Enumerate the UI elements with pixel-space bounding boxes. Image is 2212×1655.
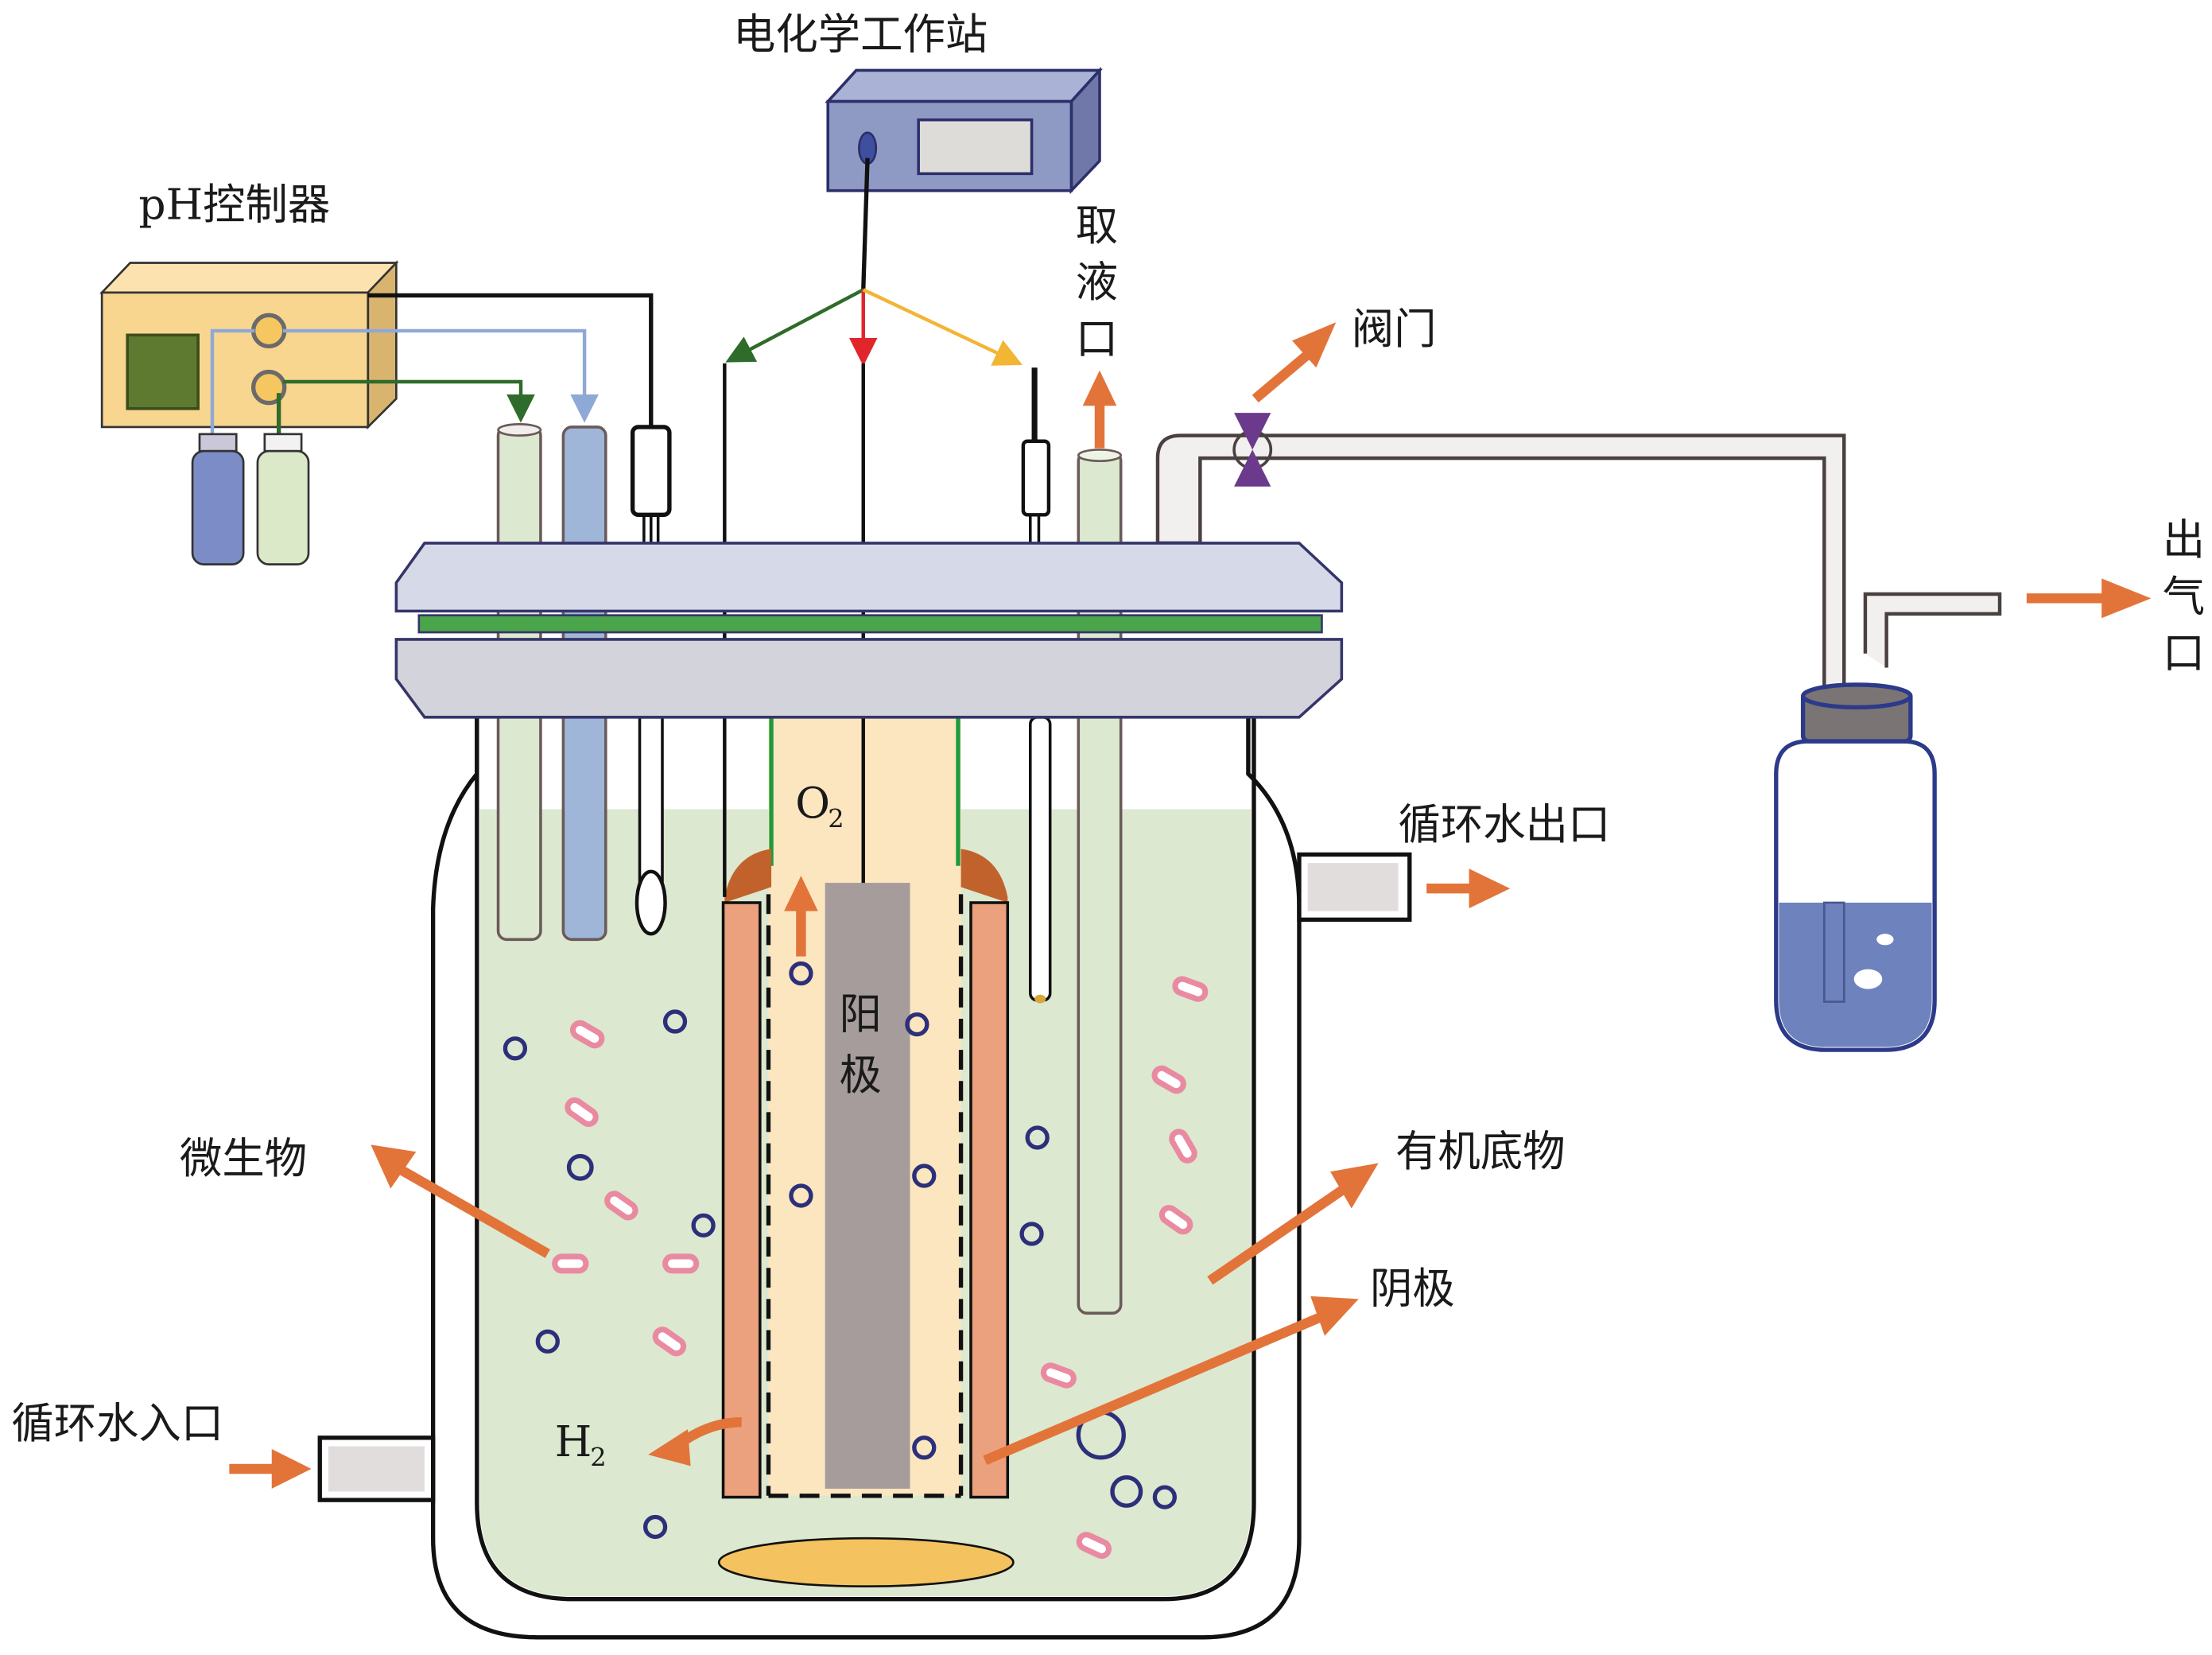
arrow-sampling-up <box>1082 370 1117 449</box>
label-sampling-2: 液 <box>1076 257 1118 307</box>
arrow-water-inlet <box>229 1449 312 1489</box>
microbe <box>1076 1532 1112 1560</box>
acid-reagent-bottle <box>191 433 245 565</box>
bubble <box>535 1329 560 1354</box>
bubble <box>1110 1474 1143 1508</box>
label-circulating-water-outlet: 循环水出口 <box>1399 799 1611 849</box>
label-valve: 阀门 <box>1352 304 1437 354</box>
arrow-oxygen-up <box>784 876 818 957</box>
label-microorganism: 微生物 <box>180 1133 307 1183</box>
label-circulating-water-inlet: 循环水入口 <box>11 1398 223 1448</box>
ph-tubing <box>210 293 654 498</box>
bubble <box>1019 1222 1044 1246</box>
workstation-wires <box>725 157 1023 367</box>
microbe <box>604 1191 638 1221</box>
gas-washing-bottle <box>1774 592 2002 1052</box>
gas-outlet-pipe <box>1155 433 1846 996</box>
bubble <box>789 961 813 986</box>
reactor-lid <box>394 542 1344 719</box>
label-sampling-1: 取 <box>1076 200 1118 251</box>
arrow-cathode <box>983 1296 1359 1466</box>
microbe <box>1158 1205 1193 1235</box>
microbe <box>565 1097 599 1128</box>
bubble <box>1025 1125 1050 1150</box>
label-sampling-3: 口 <box>1076 313 1118 363</box>
anode-electrode <box>825 883 910 1489</box>
bubble <box>912 1435 937 1460</box>
label-ph-controller: pH控制器 <box>138 179 330 229</box>
microbe <box>552 1253 589 1274</box>
label-gas-outlet-3: 口 <box>2163 628 2205 678</box>
label-electrochemical-workstation: 电化学工作站 <box>733 10 988 60</box>
bubble <box>566 1153 594 1181</box>
lid-gasket <box>417 614 1323 634</box>
arrow-valve <box>1252 322 1337 403</box>
bubble <box>503 1036 528 1061</box>
arrow-gas-outlet <box>2026 578 2152 619</box>
microorganisms <box>552 976 1209 1560</box>
bubble <box>789 1183 813 1208</box>
label-gas-outlet-2: 气 <box>2163 571 2205 621</box>
bubble <box>691 1213 716 1237</box>
microbe <box>1040 1362 1077 1389</box>
label-anode-2: 极 <box>839 1050 881 1100</box>
bubble <box>912 1164 937 1188</box>
arrow-hydrogen <box>648 1417 742 1467</box>
microbe <box>662 1253 700 1274</box>
arrow-water-outlet <box>1426 868 1511 909</box>
annotation-arrows <box>229 322 2152 1489</box>
label-gas-outlet-1: 出 <box>2163 515 2205 565</box>
hydrogen-subscript: 2 <box>590 1442 606 1472</box>
cathode-electrodes <box>721 849 1010 1499</box>
oxygen-subscript: 2 <box>828 804 844 834</box>
ph-probe <box>630 425 672 936</box>
bubble <box>1152 1485 1177 1509</box>
bubble <box>662 1009 688 1034</box>
oxygen-symbol: O <box>795 778 830 828</box>
label-organic-substrate: 有机底物 <box>1395 1126 1566 1176</box>
circulating-water-inlet-port <box>317 1435 436 1502</box>
circulating-water-outlet-port <box>1297 852 1412 923</box>
arrow-microorganism <box>371 1144 550 1258</box>
ph-display-icon <box>126 333 200 410</box>
reference-electrode <box>1021 367 1052 1004</box>
hydrogen-symbol: H <box>555 1416 592 1467</box>
bubble <box>905 1012 929 1037</box>
valve-icon <box>1232 413 1273 487</box>
label-oxygen: O 2 <box>795 778 844 833</box>
microbe <box>1172 976 1209 1002</box>
label-anode-1: 阳 <box>839 989 881 1039</box>
microbe <box>652 1327 687 1357</box>
pump-head-1 <box>250 313 287 349</box>
magnetic-stirrer <box>717 1537 1015 1588</box>
workstation-display <box>917 118 1034 176</box>
arrow-organic-substrate <box>1207 1163 1379 1285</box>
bubble <box>642 1514 668 1540</box>
label-hydrogen: H 2 <box>555 1416 607 1472</box>
base-reagent-bottle <box>256 433 310 565</box>
label-cathode: 阴极 <box>1370 1264 1455 1314</box>
microbe <box>569 1020 605 1049</box>
microbe <box>1151 1065 1186 1094</box>
microbe <box>1169 1129 1197 1164</box>
ph-controller <box>99 260 399 430</box>
